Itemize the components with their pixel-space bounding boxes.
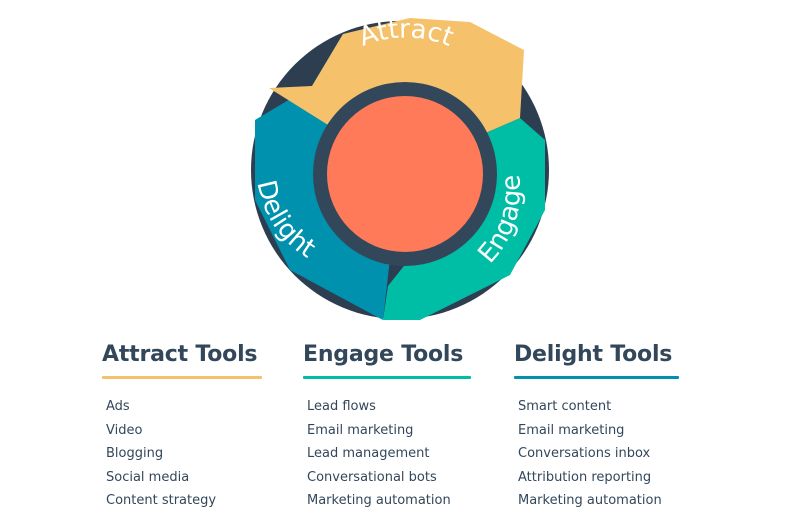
attract-tools-title: Attract Tools — [102, 342, 258, 367]
list-item: Marketing automation — [307, 493, 451, 509]
list-item: Marketing automation — [518, 493, 662, 509]
engage-tools-column: Engage Tools Lead flows Email marketing … — [303, 342, 471, 513]
list-item: Blogging — [106, 446, 164, 462]
list-item: Conversational bots — [307, 469, 437, 485]
delight-tools-title: Delight Tools — [514, 342, 673, 367]
list-item: Conversations inbox — [518, 446, 651, 462]
list-item: Lead management — [307, 446, 430, 462]
list-item: Social media — [106, 469, 190, 485]
list-item: Content strategy — [106, 493, 217, 509]
attract-tools-underline — [102, 376, 262, 379]
engage-tools-title: Engage Tools — [303, 342, 464, 367]
flywheel-diagram: Attract Engage Delight — [251, 18, 549, 320]
delight-tools-column: Delight Tools Smart content Email market… — [514, 342, 679, 513]
attract-tools-column: Attract Tools Ads Video Blogging Social … — [102, 342, 262, 513]
list-item: Ads — [106, 399, 130, 414]
list-item: Email marketing — [518, 422, 625, 438]
list-item: Smart content — [518, 399, 612, 414]
engage-tools-underline — [303, 376, 471, 379]
flywheel-center — [327, 96, 483, 252]
list-item: Attribution reporting — [518, 469, 652, 485]
list-item: Video — [106, 422, 143, 438]
list-item: Email marketing — [307, 422, 414, 438]
delight-tools-list: Smart content Email marketing Conversati… — [514, 395, 679, 513]
delight-tools-underline — [514, 376, 679, 379]
engage-tools-list: Lead flows Email marketing Lead manageme… — [303, 395, 471, 513]
attract-tools-list: Ads Video Blogging Social media Content … — [102, 395, 262, 513]
list-item: Lead flows — [307, 399, 376, 414]
